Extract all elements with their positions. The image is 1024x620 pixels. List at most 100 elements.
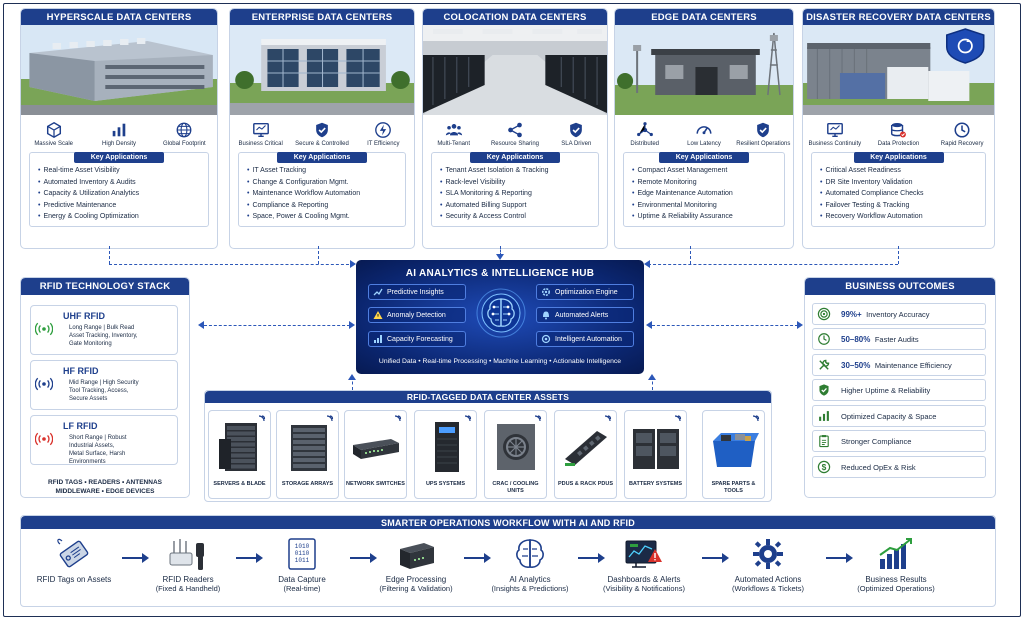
- rfid-signal-icon: [35, 377, 53, 391]
- asset-image: [291, 425, 327, 471]
- shield-check-icon: [819, 384, 829, 396]
- list-item: Compact Asset Management: [632, 165, 778, 177]
- column-title: EDGE DATA CENTERS: [615, 9, 793, 25]
- rfid-type-card: LF RFID Short Range | Robust Industrial …: [30, 415, 178, 465]
- business-outcomes-panel: BUSINESS OUTCOMES: [804, 277, 996, 498]
- svg-text:$: $: [822, 462, 827, 472]
- feature-database-icon: Data Protection: [867, 121, 930, 147]
- feature-gauge-icon: Low Latency: [675, 121, 734, 147]
- rfid-signal-icon: [752, 415, 760, 422]
- list-item: Space, Power & Cooling Mgmt.: [247, 211, 399, 223]
- gauge-icon: [696, 126, 712, 135]
- connector: [109, 246, 110, 264]
- workflow-step-icon: [169, 539, 204, 570]
- outcome-item: Stronger Compliance: [812, 430, 986, 452]
- rfid-signal-icon: [674, 415, 682, 422]
- key-applications-box: Key Applications Real-time Asset Visibil…: [29, 152, 209, 227]
- feature-bolt-icon: IT Efficiency: [353, 121, 414, 147]
- ai-hub-panel: AI ANALYTICS & INTELLIGENCE HUB Predicti…: [356, 260, 644, 374]
- outcome-item: 99%+ Inventory Accuracy: [812, 303, 986, 325]
- building-photo: [230, 25, 414, 115]
- workflow-title: SMARTER OPERATIONS WORKFLOW WITH AI AND …: [21, 516, 995, 529]
- clipboard-icon: [819, 435, 829, 448]
- building-photo: [615, 25, 793, 115]
- database-icon: [891, 122, 907, 138]
- column-1: ENTERPRISE DATA CENTERS Business Critica…: [229, 8, 415, 249]
- list-item: Energy & Cooling Optimization: [38, 211, 202, 223]
- dollar-icon: $: [817, 460, 831, 474]
- list-item: Change & Configuration Mgmt.: [247, 177, 399, 189]
- feature-share-icon: Resource Sharing: [485, 121, 546, 147]
- workflow-step: Automated Actions (Workflows & Tickets): [718, 535, 818, 593]
- list-item: Environmental Monitoring: [632, 200, 778, 212]
- users-icon: [445, 124, 462, 136]
- rfid-signal-icon: [394, 415, 402, 422]
- hub-capability: Intelligent Automation: [536, 331, 634, 347]
- bolt-icon: [375, 122, 392, 138]
- list-item: Recovery Workflow Automation: [820, 211, 979, 223]
- workflow-step-icon: [400, 543, 434, 569]
- key-applications-box: Key Applications IT Asset TrackingChange…: [238, 152, 406, 227]
- feature-shield-check-icon: SLA Driven: [546, 121, 607, 147]
- key-applications-box: Key Applications Critical Asset Readines…: [811, 152, 986, 227]
- workflow-arrow: [236, 553, 263, 563]
- svg-text:1011: 1011: [295, 557, 310, 564]
- list-item: DR Site Inventory Validation: [820, 177, 979, 189]
- workflow-step-icon: [57, 538, 89, 568]
- list-item: Failover Testing & Tracking: [820, 200, 979, 212]
- list-item: Compliance & Reporting: [247, 200, 399, 212]
- shield-check-icon: [570, 122, 583, 138]
- asset-image: [353, 439, 399, 459]
- key-applications-title: Key Applications: [277, 152, 367, 163]
- connector: [898, 246, 899, 264]
- list-item: IT Asset Tracking: [247, 165, 399, 177]
- list-item: Edge Maintenance Automation: [632, 188, 778, 200]
- share-icon: [508, 122, 522, 138]
- connector: [109, 264, 354, 265]
- key-applications-title: Key Applications: [470, 152, 560, 163]
- shield-check-icon: [316, 122, 328, 138]
- workflow-step-icon: [625, 540, 662, 568]
- column-title: DISASTER RECOVERY DATA CENTERS: [803, 9, 994, 25]
- connector: [318, 246, 319, 264]
- assets-title: RFID-TAGGED DATA CENTER ASSETS: [205, 391, 771, 403]
- feature-shield-check-icon: Secure & Controlled: [292, 121, 353, 147]
- outcomes-title: BUSINESS OUTCOMES: [805, 278, 995, 295]
- diagram-frame: [3, 3, 1021, 617]
- connector: [648, 264, 898, 265]
- connector: [652, 325, 798, 326]
- rfid-signal-icon: [35, 322, 53, 336]
- rfid-signal-icon: [604, 415, 612, 422]
- outcome-item: $ Reduced OpEx & Risk: [812, 456, 986, 478]
- wrench-icon: [819, 359, 830, 370]
- column-4: DISASTER RECOVERY DATA CENTERS Business …: [802, 8, 995, 249]
- feature-users-icon: Multi-Tenant: [423, 121, 484, 147]
- feature-shield-check-icon: Resilient Operations: [734, 121, 793, 147]
- list-item: Remote Monitoring: [632, 177, 778, 189]
- cube-icon: [46, 121, 61, 139]
- building-photo: [803, 25, 994, 115]
- asset-image: [713, 433, 759, 467]
- connector: [204, 325, 350, 326]
- asset-card: SERVERS & BLADE: [208, 410, 271, 499]
- clock-icon: [954, 122, 970, 138]
- clock-icon: [818, 333, 830, 345]
- connector: [352, 376, 353, 390]
- hub-capability: Anomaly Detection: [368, 307, 466, 323]
- asset-image: [435, 422, 459, 472]
- asset-card: SPARE PARTS &TOOLS: [702, 410, 765, 499]
- list-item: Rack-level Visibility: [440, 177, 592, 189]
- connector: [690, 246, 691, 264]
- asset-image: [565, 431, 607, 466]
- key-applications-box: Key Applications Compact Asset Managemen…: [623, 152, 785, 227]
- workflow-arrow: [122, 553, 149, 563]
- target-icon: [817, 307, 831, 321]
- column-title: HYPERSCALE DATA CENTERS: [21, 9, 217, 25]
- asset-card: UPS SYSTEMS: [414, 410, 477, 499]
- hub-capability: Optimization Engine: [536, 284, 634, 300]
